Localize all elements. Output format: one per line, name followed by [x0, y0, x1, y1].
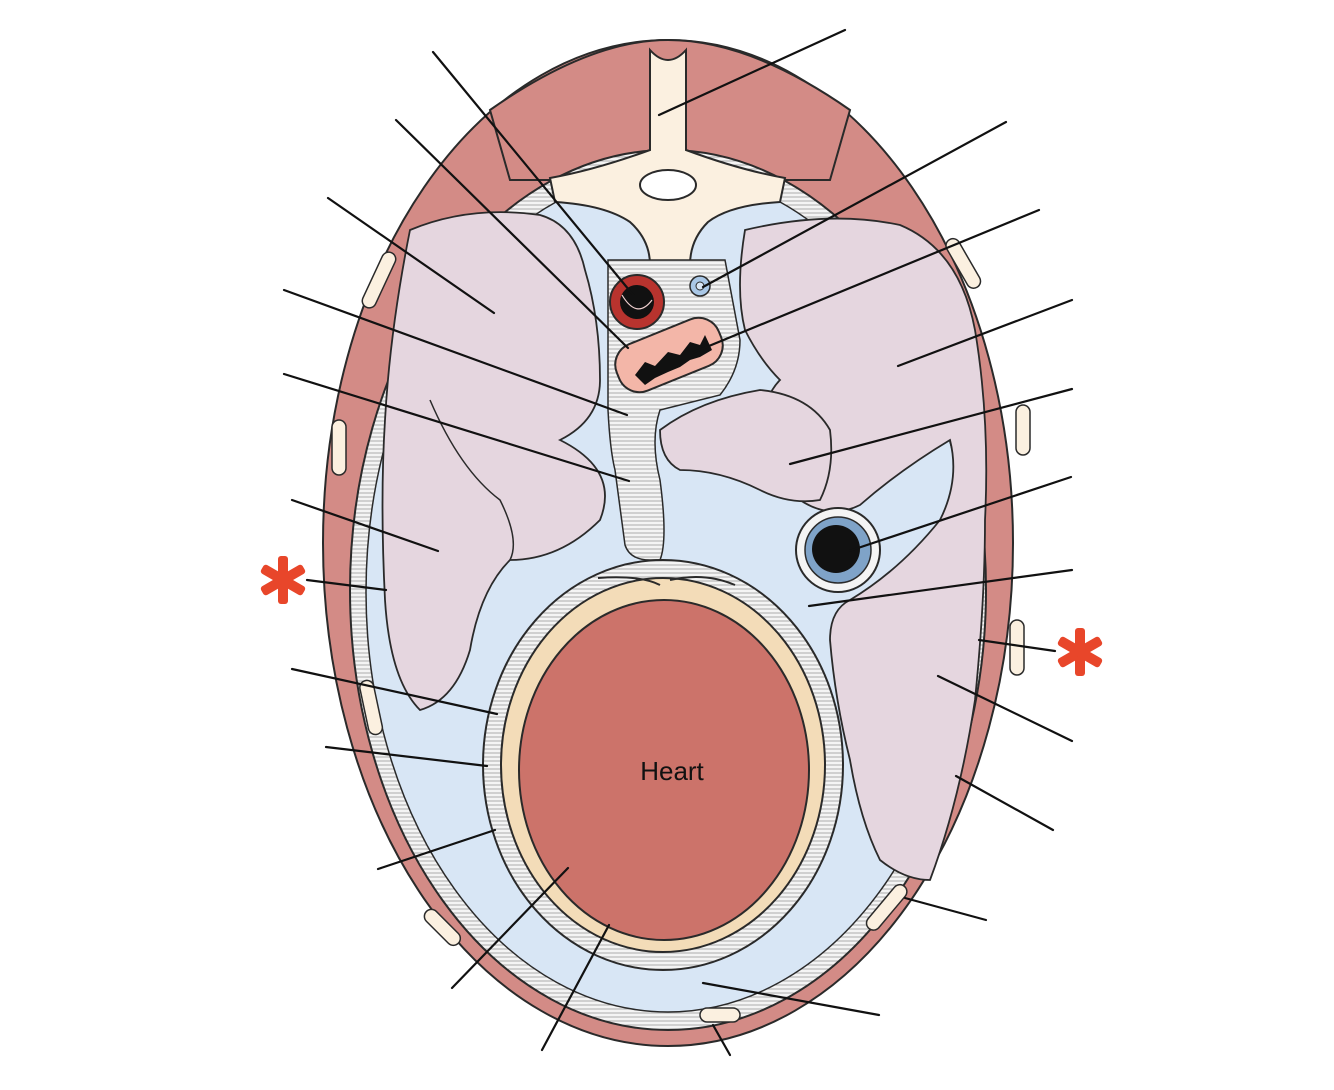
leader-line: [305, 578, 388, 592]
leader-line: [903, 896, 988, 922]
leader-line: [290, 498, 440, 553]
leader-line: [657, 28, 847, 117]
rib: [865, 883, 908, 931]
leader-line: [290, 667, 499, 716]
leader-line: [450, 866, 570, 990]
leader-line: [807, 568, 1074, 608]
leader-line: [711, 1023, 732, 1057]
leader-line: [701, 981, 881, 1017]
leader-line: [954, 774, 1055, 832]
left-lung-fissure: [429, 399, 515, 561]
leader-line: [324, 745, 489, 768]
leader-line: [431, 50, 636, 298]
aorta-wall-rings: [621, 294, 653, 310]
leader-line: [701, 120, 1008, 289]
rib: [945, 237, 982, 289]
rib: [331, 419, 347, 476]
leader-lines: [282, 28, 1074, 1057]
inferior-vena-cava-lumen: [812, 525, 860, 573]
ribs: [331, 237, 1031, 1023]
leader-line: [977, 638, 1057, 653]
left-asterisk: [260, 556, 306, 604]
aorta-lumen: [620, 285, 654, 319]
leader-line: [896, 298, 1074, 368]
heart-label: Heart: [640, 756, 704, 786]
leader-line: [282, 288, 629, 417]
rib: [423, 908, 462, 947]
leader-line: [326, 196, 496, 315]
leader-line: [847, 475, 1073, 553]
rib: [1015, 404, 1031, 456]
rib: [699, 1007, 741, 1023]
leader-line: [936, 674, 1074, 743]
heart: [518, 599, 810, 941]
leader-line: [394, 118, 630, 350]
esophagus-lumen: [635, 335, 712, 385]
rib: [359, 679, 384, 736]
vertebral-canal: [639, 169, 697, 201]
rib: [1009, 619, 1025, 676]
vertebra: [548, 47, 787, 266]
leader-line: [376, 828, 497, 871]
left-lung: [381, 211, 606, 712]
leader-line: [690, 208, 1041, 355]
leader-line: [788, 387, 1074, 466]
right-asterisk: [1057, 628, 1103, 676]
leader-line: [282, 372, 631, 483]
pericardial-reflection: [597, 576, 736, 586]
right-lung-middle: [659, 389, 833, 503]
leader-line: [540, 923, 611, 1052]
rib: [361, 251, 397, 309]
